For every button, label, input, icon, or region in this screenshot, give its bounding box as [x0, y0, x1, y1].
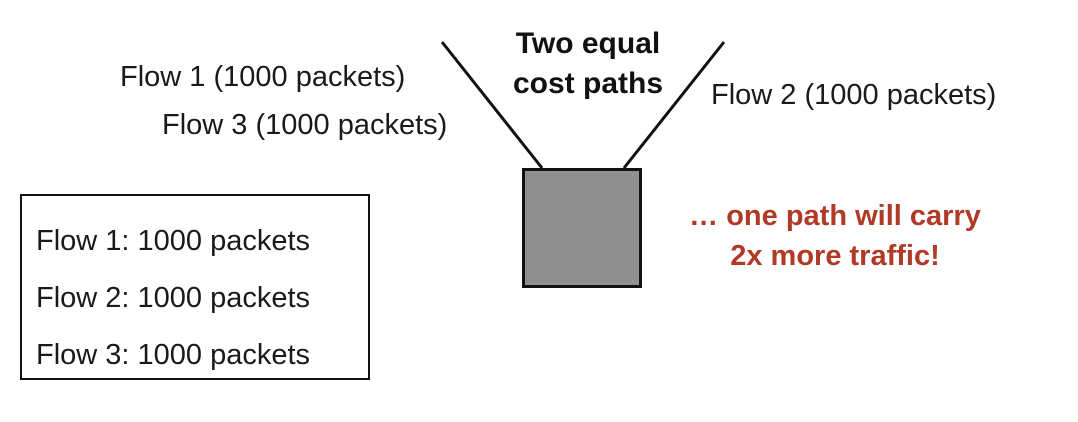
flow-2-path-label: Flow 2 (1000 packets): [711, 79, 997, 111]
left-path-line: [440, 41, 544, 169]
flow-summary-item: Flow 1: 1000 packets: [36, 225, 311, 257]
callout-line-1: … one path will carry: [689, 200, 981, 232]
flow-1-path-label: Flow 1 (1000 packets): [120, 61, 406, 93]
flow-summary-item: Flow 2: 1000 packets: [36, 282, 311, 314]
callout-line-2: 2x more traffic!: [730, 240, 940, 272]
flow-summary-item: Flow 3: 1000 packets: [36, 339, 311, 371]
title-line-2: cost paths: [512, 67, 664, 100]
equal-cost-paths-title: Two equal cost paths: [488, 24, 688, 104]
traffic-imbalance-callout: … one path will carry 2x more traffic!: [660, 196, 1010, 276]
title-line-1: Two equal: [515, 27, 661, 60]
right-path-line: [622, 41, 726, 169]
switch-box: [522, 168, 642, 288]
flow-3-path-label: Flow 3 (1000 packets): [162, 109, 448, 141]
flow-summary-box: Flow 1: 1000 packets Flow 2: 1000 packet…: [20, 194, 370, 380]
